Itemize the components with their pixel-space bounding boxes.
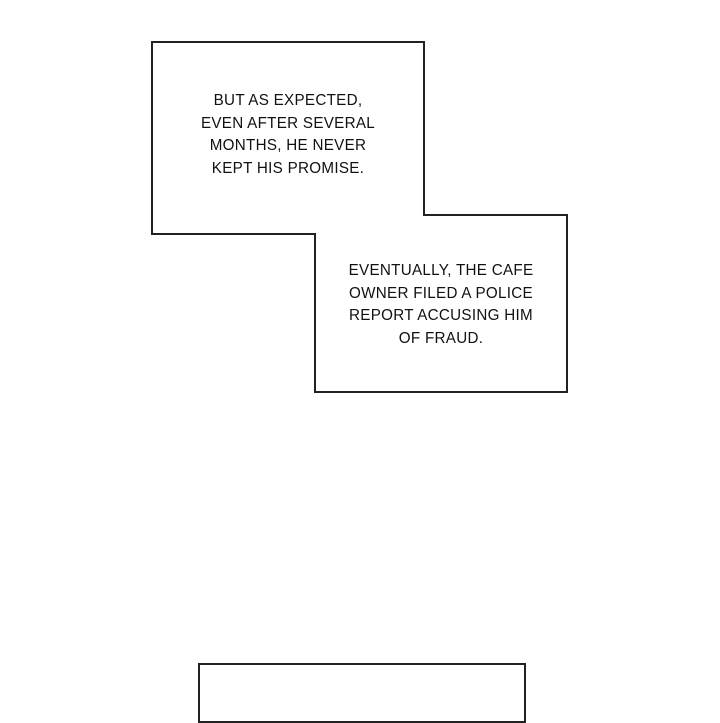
caption-line: months, he never — [209, 137, 367, 154]
caption-line: of fraud. — [398, 329, 484, 347]
caption-line: even after several — [200, 114, 376, 132]
next-panel — [198, 663, 526, 723]
caption-line: kept his promise. — [211, 159, 365, 177]
caption-line: But as expected, — [213, 92, 363, 109]
caption-line: report accusing him — [349, 307, 533, 324]
narration-caption-2: Eventually, the cafe owner filed a polic… — [327, 260, 555, 350]
caption-box-outline — [151, 41, 568, 393]
caption-line: owner filed a police — [349, 284, 533, 302]
caption-line: Eventually, the cafe — [348, 262, 534, 279]
narration-caption-1: But as expected, even after several mont… — [174, 90, 402, 180]
